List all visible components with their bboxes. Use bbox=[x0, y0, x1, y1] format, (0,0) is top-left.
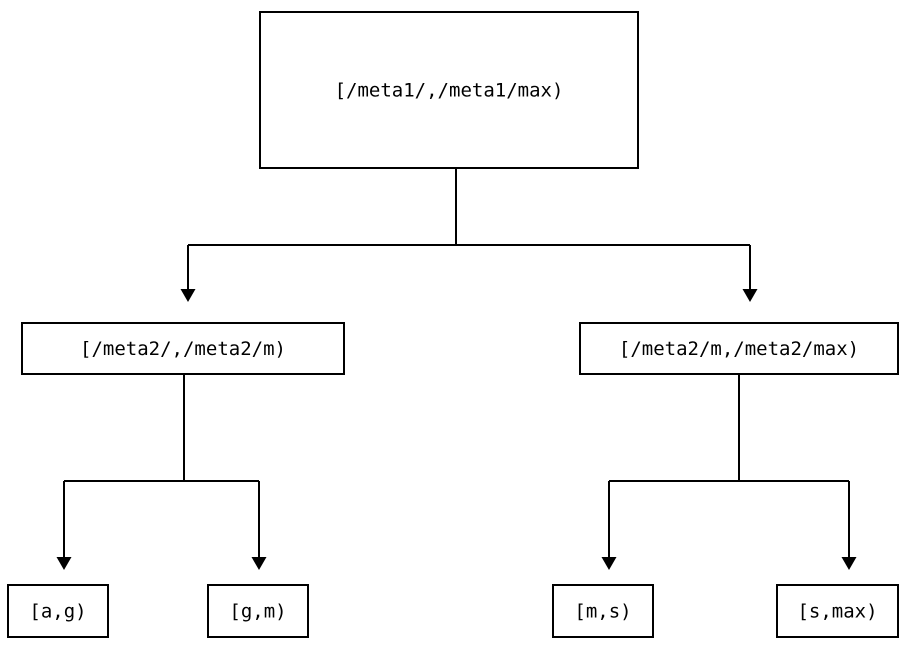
node-box bbox=[552, 584, 654, 638]
edge-meta2-right-to-leaf-m-s bbox=[601, 374, 740, 570]
edge-arrowhead-icon bbox=[841, 557, 857, 570]
edge-root-to-meta2-right bbox=[455, 168, 758, 302]
node-leaf-g-m[interactable]: [g,m) bbox=[207, 584, 309, 638]
edge-arrowhead-icon bbox=[742, 289, 758, 302]
edge-meta2-left-to-leaf-g-m bbox=[183, 374, 267, 570]
node-label: [g,m) bbox=[229, 601, 286, 623]
node-label: [s,max) bbox=[797, 601, 877, 623]
node-label: [/meta2/,/meta2/m) bbox=[80, 338, 286, 360]
node-label: [a,g) bbox=[29, 601, 86, 623]
edge-meta2-right-to-leaf-s-max bbox=[738, 374, 857, 570]
edge-arrowhead-icon bbox=[601, 557, 617, 570]
node-box bbox=[21, 322, 345, 375]
node-box bbox=[776, 584, 899, 638]
node-root[interactable]: [/meta1/,/meta1/max) bbox=[259, 11, 639, 169]
nodes-layer: [/meta1/,/meta1/max) [/meta2/,/meta2/m) [/… bbox=[7, 11, 899, 638]
edge-arrowhead-icon bbox=[56, 557, 72, 570]
node-label: [/meta2/m,/meta2/max) bbox=[619, 338, 859, 360]
edge-meta2-left-to-leaf-a-g bbox=[56, 374, 185, 570]
node-leaf-a-g[interactable]: [a,g) bbox=[7, 584, 109, 638]
node-meta2-left[interactable]: [/meta2/,/meta2/m) bbox=[21, 322, 345, 375]
node-label: [m,s) bbox=[574, 601, 631, 623]
edge-root-to-meta2-left bbox=[180, 168, 457, 302]
node-label: [/meta1/,/meta1/max) bbox=[335, 80, 564, 102]
node-box bbox=[7, 584, 109, 638]
edge-arrowhead-icon bbox=[180, 289, 196, 302]
node-meta2-right[interactable]: [/meta2/m,/meta2/max) bbox=[579, 322, 899, 375]
node-box bbox=[207, 584, 309, 638]
node-box bbox=[259, 11, 639, 169]
node-leaf-m-s[interactable]: [m,s) bbox=[552, 584, 654, 638]
node-box bbox=[579, 322, 899, 375]
edges-layer bbox=[56, 168, 857, 570]
edge-arrowhead-icon bbox=[251, 557, 267, 570]
node-leaf-s-max[interactable]: [s,max) bbox=[776, 584, 899, 638]
